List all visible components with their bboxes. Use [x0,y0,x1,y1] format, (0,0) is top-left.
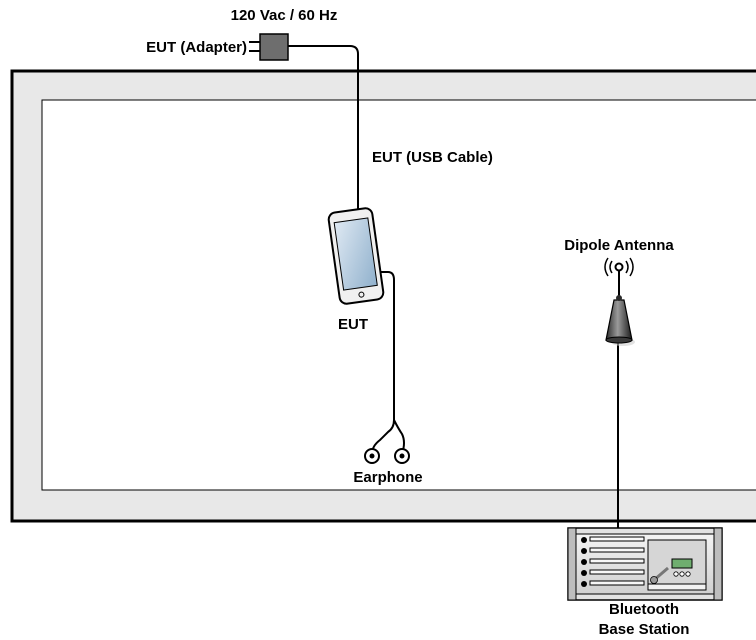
adapter-label: EUT (Adapter) [146,39,247,56]
base-station-label-line1: Bluetooth [609,601,679,618]
dipole-antenna-label: Dipole Antenna [564,237,674,254]
base-station-label-line2: Base Station [599,621,690,638]
bluetooth-base-station [567,527,723,601]
dipole-antenna [605,295,635,346]
power-supply-label: 120 Vac / 60 Hz [231,7,338,24]
earphone-cable [371,271,405,455]
chamber-inner-area [41,99,756,491]
radio-waves-icon [604,257,634,277]
eut-label: EUT [338,316,368,333]
eut-tablet [327,207,385,305]
ac-adapter [249,33,289,61]
earphone-label: Earphone [353,469,422,486]
usb-cable-label: EUT (USB Cable) [372,149,493,166]
usb-cable [288,45,359,212]
earphone [364,448,410,464]
